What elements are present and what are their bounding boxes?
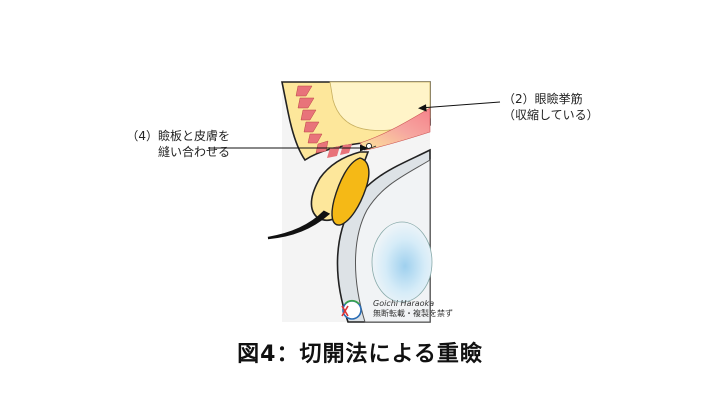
label-levator-line2: （収縮している） [503,108,599,122]
label-levator: （2）眼瞼挙筋 （収縮している） [503,91,643,123]
label-eyelid-suture-line1: （4）瞼板と皮膚を [126,129,230,143]
credit-notice: 無断転載・複製を禁ず [373,309,453,318]
cornea [371,221,433,303]
tarsus [331,157,370,226]
leader-arrow-eyelid-suture [360,144,368,152]
figure-caption: 図4：切開法による重瞼 [237,342,483,367]
fold-muscle-stripes [327,144,352,158]
credit: Goichi Haraoka 無断転載・複製を禁ず [373,299,453,319]
label-levator-line1: （2）眼瞼挙筋 [503,92,583,106]
eyelashes [267,210,331,240]
levator-muscle [359,107,431,151]
orbicularis-muscle [295,85,329,154]
logo-seal [341,299,362,320]
label-eyelid-suture: （4）瞼板と皮膚を 縫い合わせる [106,128,230,160]
credit-author: Goichi Haraoka [373,299,435,308]
leader-line-levator [419,101,501,109]
leader-arrow-levator [418,104,427,112]
suture-knot [363,142,377,151]
label-eyelid-suture-line2: 縫い合わせる [157,145,230,159]
